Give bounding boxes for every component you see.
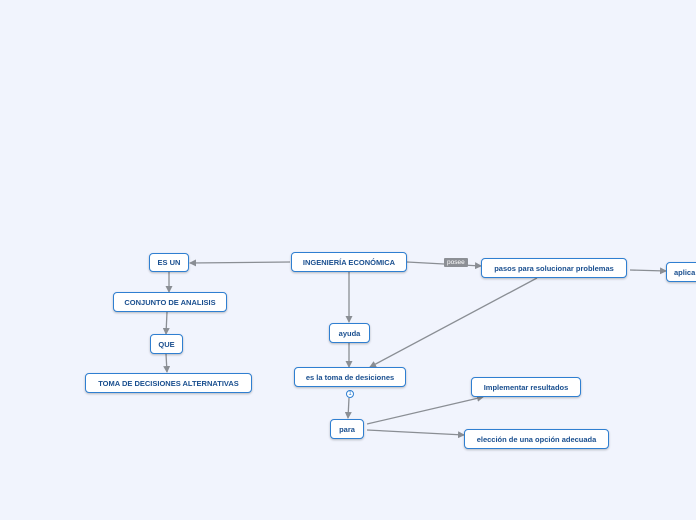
node-para[interactable]: para	[330, 419, 364, 439]
collapse-toggle[interactable]: 1	[346, 390, 354, 398]
connector-que-to-toma-alternativas	[163, 353, 171, 373]
node-ayuda[interactable]: ayuda	[329, 323, 370, 343]
node-es-la-toma-de-desiciones[interactable]: es la toma de desiciones	[294, 367, 406, 387]
node-que[interactable]: QUE	[150, 334, 183, 354]
connector-para-to-implementar	[366, 394, 484, 425]
node-aplica[interactable]: aplica	[666, 262, 696, 282]
connector-pasos-to-toma-desiciones	[369, 277, 538, 368]
connector-ingenieria-to-es-un	[189, 259, 291, 267]
connector-para-to-eleccion	[366, 429, 465, 439]
node-es-un[interactable]: ES UN	[149, 253, 189, 272]
node-pasos-para-solucionar-problemas[interactable]: pasos para solucionar problemas	[481, 258, 627, 278]
link-label-posee: posee	[444, 258, 468, 267]
connector-toma-desiciones-to-para	[344, 397, 352, 419]
node-ingenieria-economica[interactable]: INGENIERÍA ECONÓMICA	[291, 252, 407, 272]
node-conjunto-de-analisis[interactable]: CONJUNTO DE ANALISIS	[113, 292, 227, 312]
node-eleccion-de-una-opcion-adecuada[interactable]: elección de una opción adecuada	[464, 429, 609, 449]
node-implementar-resultados[interactable]: Implementar resultados	[471, 377, 581, 397]
connector-conjunto-to-que	[162, 311, 170, 335]
node-toma-de-decisiones-alternativas[interactable]: TOMA DE DECISIONES ALTERNATIVAS	[85, 373, 252, 393]
connector-pasos-to-aplica	[629, 267, 667, 275]
